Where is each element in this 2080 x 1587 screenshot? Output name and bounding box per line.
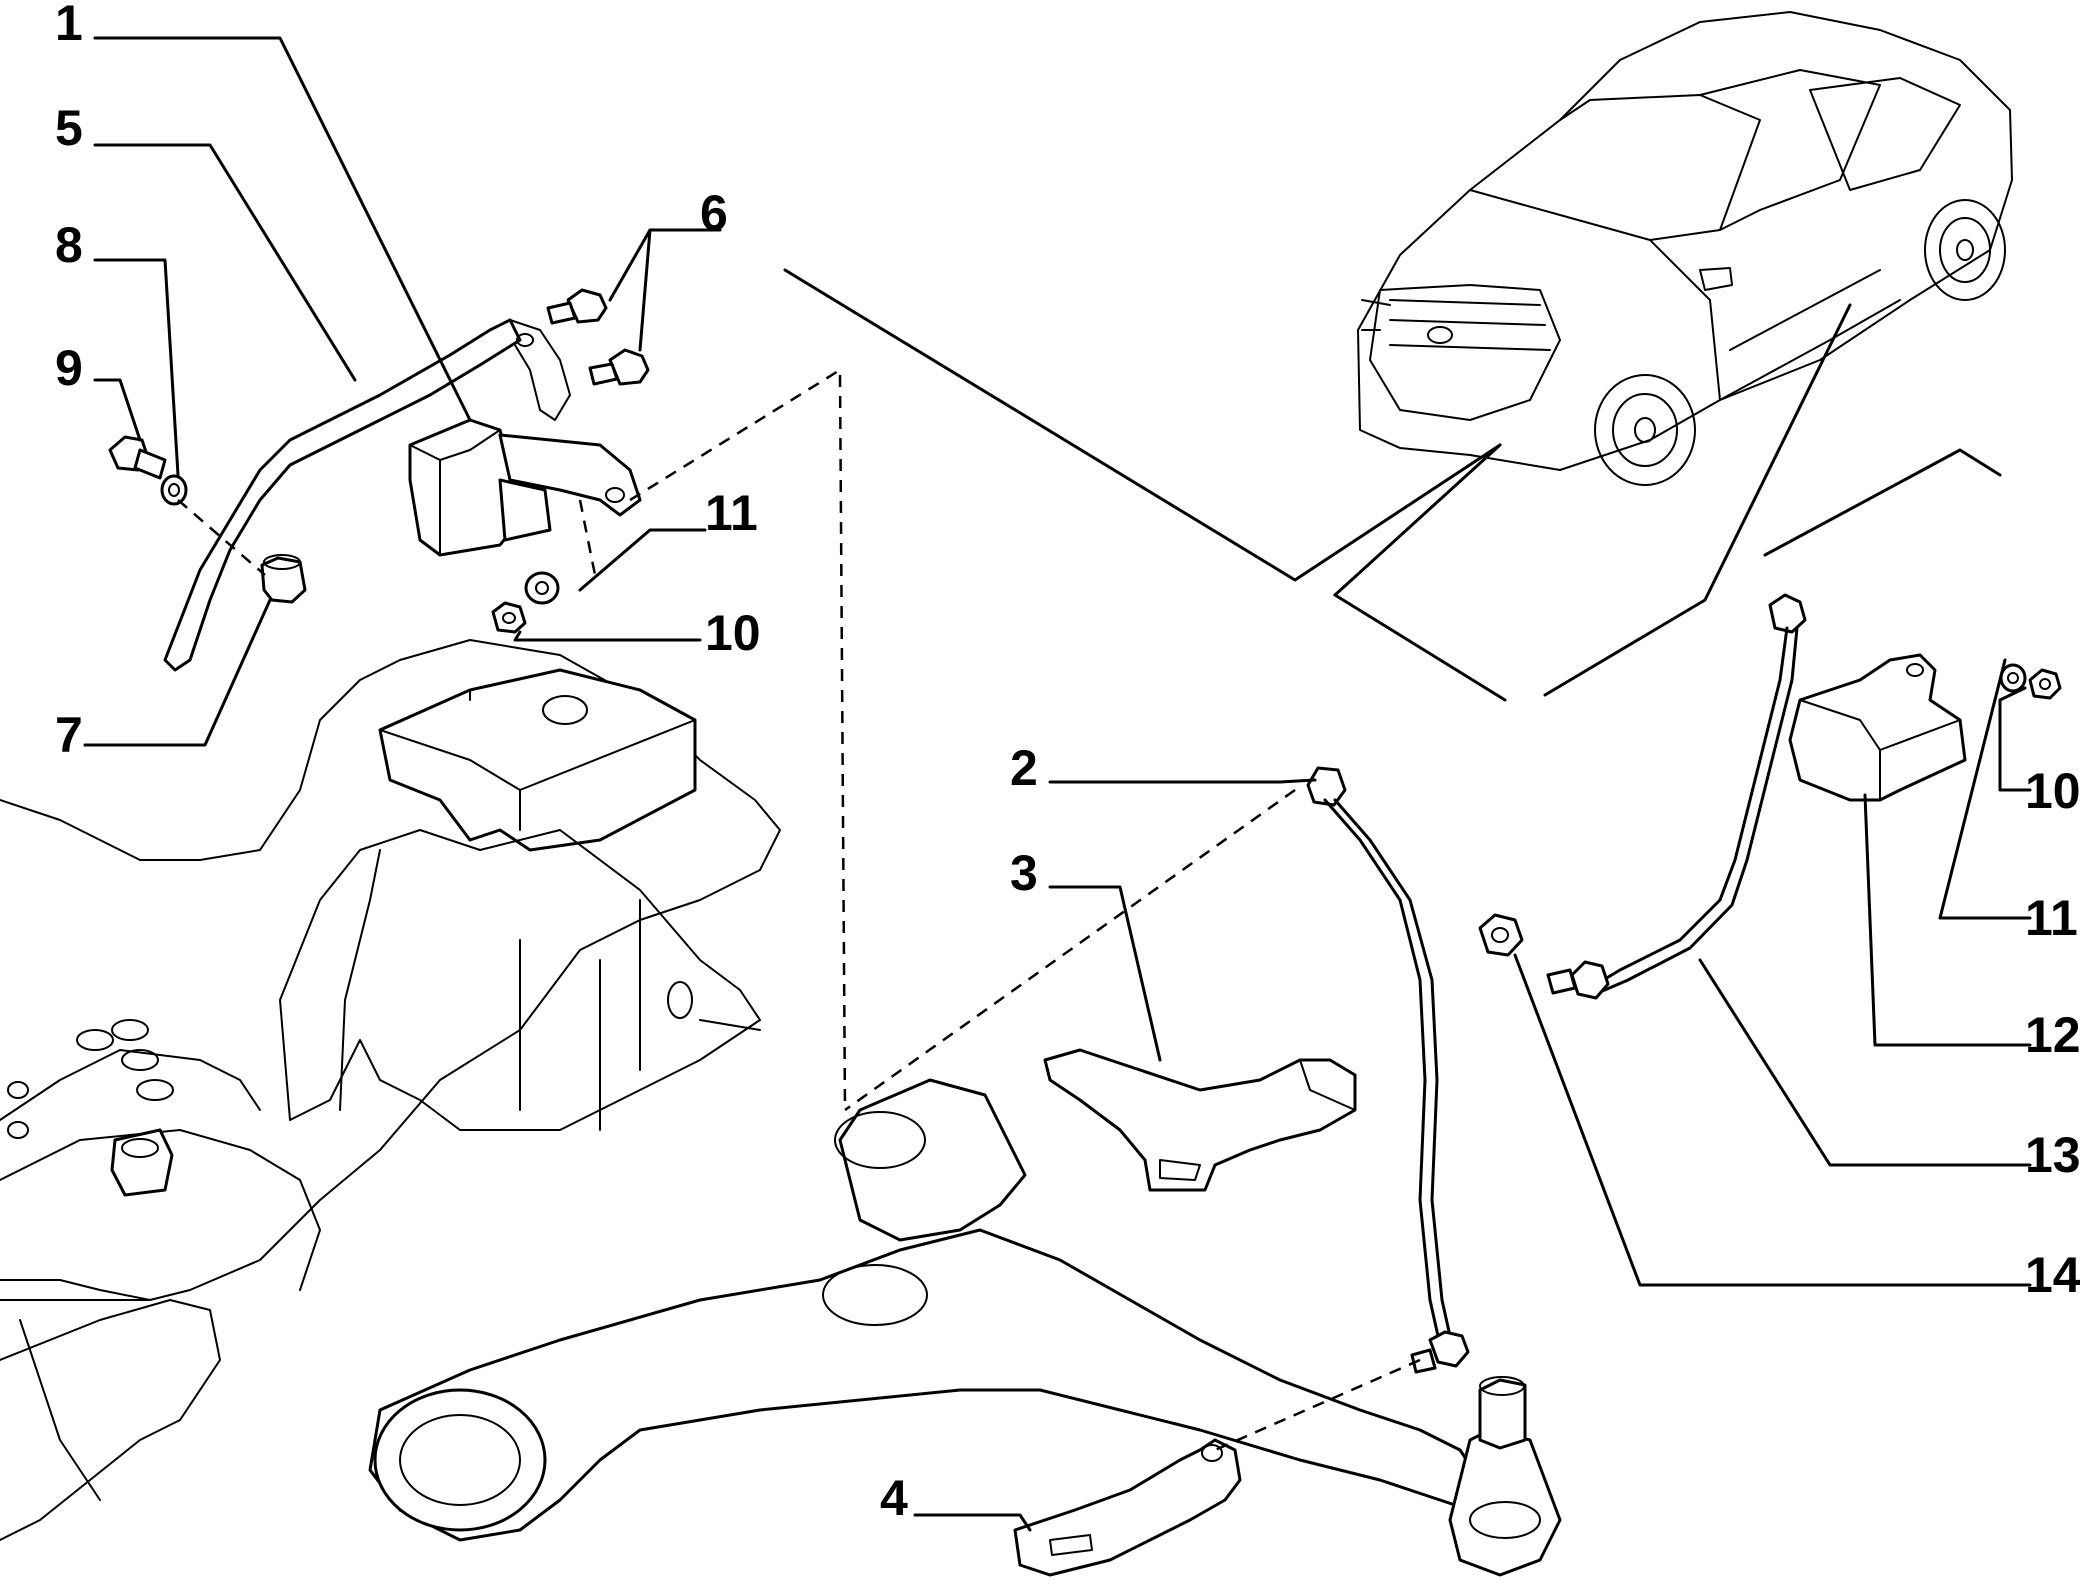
nut-14 (1478, 913, 1524, 957)
axis-line-sensor (578, 499, 597, 576)
callout-2: 2 (1010, 740, 1038, 796)
bolt-9 (108, 435, 167, 480)
axis-line-diag (629, 368, 841, 502)
link-rod-13 (1546, 593, 1807, 1000)
callout-4: 4 (880, 1470, 908, 1526)
axis-line-rod-top (844, 788, 1296, 1112)
axis-line-left (177, 499, 266, 576)
callout-6: 6 (700, 185, 728, 241)
axis-line-long (838, 374, 847, 1111)
callout-11-right: 11 (2025, 890, 2078, 946)
nut-washer-10-11-left (491, 571, 560, 634)
callout-12: 12 (2025, 1007, 2080, 1063)
sensor-1 (408, 418, 642, 557)
callout-10: 10 (705, 605, 761, 661)
callout-7: 7 (55, 707, 83, 763)
callout-5: 5 (55, 100, 83, 156)
callout-13: 13 (2025, 1127, 2080, 1183)
callout-10-right: 10 (2025, 763, 2080, 819)
axis-line-rod-bottom (1214, 1358, 1421, 1452)
callout-8: 8 (55, 217, 83, 273)
bracket-4 (1013, 1438, 1242, 1577)
detail-pointer-lines (783, 268, 2002, 702)
callout-9: 9 (55, 340, 83, 396)
bracket-3 (1043, 1048, 1357, 1192)
subframe-crossmember (0, 639, 781, 1541)
callout-3: 3 (1010, 845, 1038, 901)
link-rod-2 (1306, 766, 1470, 1374)
washer-8 (160, 474, 188, 506)
callout-11: 11 (705, 485, 758, 541)
callout-1: 1 (55, 0, 83, 51)
control-arm (368, 1078, 1562, 1577)
sensor-12 (1788, 653, 1967, 802)
leader-lines (83, 36, 2032, 1532)
bolt-6 (546, 288, 650, 386)
bushing-7 (260, 554, 307, 604)
callout-labels: 1 5 8 9 6 11 10 7 2 3 4 10 11 12 13 14 (55, 0, 2080, 1526)
car-illustration (1357, 11, 2013, 486)
nut-washer-10-11-right (1999, 663, 2062, 700)
sensor-arm-5 (163, 318, 571, 672)
callout-14: 14 (2025, 1247, 2080, 1303)
